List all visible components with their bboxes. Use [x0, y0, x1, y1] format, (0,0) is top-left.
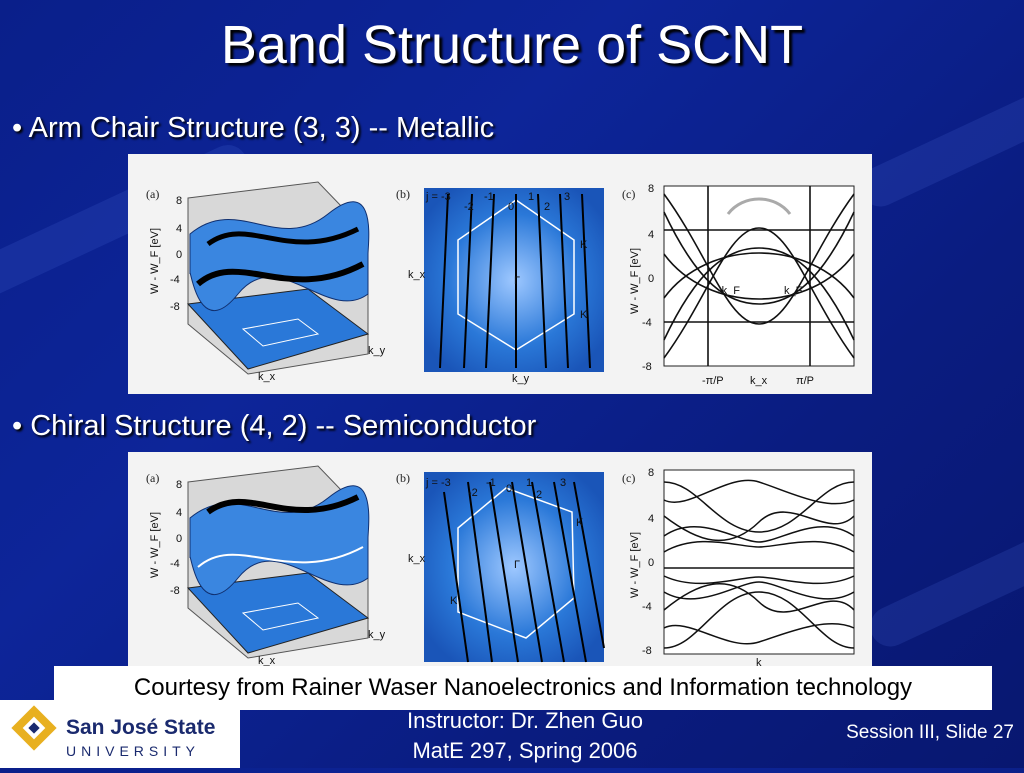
a-ytick-8: 8 [176, 195, 182, 207]
panel-a-3d-plot [186, 181, 370, 375]
logo-line2: UNIVERSITY [66, 743, 200, 759]
b-j-m3: j = -3 [425, 477, 451, 489]
b-j-m2: -2 [468, 487, 478, 499]
figure-chiral-svg: (a) 8 4 0 -4 -8 W - W_F [eV] k_x k_y (b)… [146, 465, 855, 668]
figure-armchair-svg: (a) 8 4 0 -4 -8 W - W_F [eV] k_x k_y (b)… [146, 181, 855, 387]
c-xlabel: k [756, 657, 762, 668]
c-ytick-4: 4 [648, 513, 654, 525]
c-xlabel-right: π/P [796, 375, 814, 387]
slide-title: Band Structure of SCNT [220, 15, 804, 75]
b-gamma: Γ [514, 275, 520, 287]
background-streak [853, 66, 1024, 214]
hexagon [457, 487, 575, 639]
b-j-m2: -2 [464, 201, 474, 213]
panel-c-label: (c) [622, 471, 635, 485]
c-kf: k_F [784, 285, 803, 297]
panel-b-label: (b) [396, 187, 410, 201]
b-j-3: 3 [564, 191, 570, 203]
a-ytick-m4: -4 [170, 274, 180, 286]
a-kylabel: k_y [368, 629, 386, 641]
b-j-0: 0 [508, 201, 514, 213]
b-j-3: 3 [560, 477, 566, 489]
logo-diamond-icon [11, 705, 57, 751]
footer-instructor: Instructor: Dr. Zhen Guo MatE 297, Sprin… [360, 706, 690, 766]
a-ytick-0: 0 [176, 533, 182, 545]
courtesy-caption: Courtesy from Rainer Waser Nanoelectroni… [54, 666, 992, 710]
c-ytick-m8: -8 [642, 645, 652, 657]
instructor-name: Instructor: Dr. Zhen Guo [407, 708, 643, 733]
c-ytick-m4: -4 [642, 601, 652, 613]
b-k-lower: K [580, 309, 588, 321]
c-ytick-m8: -8 [642, 361, 652, 373]
figure-chiral: (a) 8 4 0 -4 -8 W - W_F [eV] k_x k_y (b)… [128, 452, 872, 668]
university-logo: San José State UNIVERSITY [0, 700, 240, 768]
band-curves [663, 186, 855, 366]
a-xlabel: k_x [258, 371, 276, 383]
bullet-chiral: • Chiral Structure (4, 2) -- Semiconduct… [12, 410, 537, 442]
c-ytick-m4: -4 [642, 317, 652, 329]
c-ylabel: W - W_F [eV] [629, 248, 641, 314]
a-ytick-0: 0 [176, 249, 182, 261]
panel-a-label: (a) [146, 471, 159, 485]
a-ytick-4: 4 [176, 223, 182, 235]
c-ytick-8: 8 [648, 183, 654, 195]
a-ytick-m4: -4 [170, 558, 180, 570]
b-j-m1: -1 [484, 191, 494, 203]
a-ylabel: W - W_F [eV] [149, 228, 161, 294]
c-ytick-0: 0 [648, 273, 654, 285]
c-ytick-4: 4 [648, 229, 654, 241]
b-k-upper: K [580, 239, 588, 251]
c-xlabel-mid: k_x [750, 375, 768, 387]
b-k-upper: K [576, 517, 584, 529]
course-name: MatE 297, Spring 2006 [412, 738, 638, 763]
b-j-1: 1 [528, 191, 534, 203]
logo-line1: San José State [66, 716, 215, 739]
a-kylabel: k_y [368, 345, 386, 357]
c-mkf: -k_F [718, 285, 740, 297]
b-j-2: 2 [536, 489, 542, 501]
background-streak [863, 506, 1024, 654]
b-kx: k_x [408, 269, 426, 281]
a-ytick-4: 4 [176, 507, 182, 519]
bullet-armchair: • Arm Chair Structure (3, 3) -- Metallic [12, 112, 495, 144]
b-j-m3: j = -3 [425, 191, 451, 203]
b-j-m1: -1 [486, 477, 496, 489]
figure-armchair: (a) 8 4 0 -4 -8 W - W_F [eV] k_x k_y (b)… [128, 154, 872, 394]
a-ytick-8: 8 [176, 479, 182, 491]
c-ylabel: W - W_F [eV] [629, 532, 641, 598]
slide-number: Session III, Slide 27 [846, 722, 1014, 743]
b-j-2: 2 [544, 201, 550, 213]
c-ytick-8: 8 [648, 467, 654, 479]
b-j-0: 0 [506, 483, 512, 495]
panel-c-label: (c) [622, 187, 635, 201]
a-xlabel: k_x [258, 655, 276, 667]
b-ky: k_y [512, 373, 530, 385]
c-ytick-0: 0 [648, 557, 654, 569]
a-ytick-m8: -8 [170, 585, 180, 597]
b-j-1: 1 [526, 477, 532, 489]
panel-a-3d-plot [186, 465, 370, 659]
b-k-lower: K [450, 595, 458, 607]
c-xlabel-left: -π/P [702, 375, 724, 387]
a-ytick-m8: -8 [170, 301, 180, 313]
b-kx: k_x [408, 553, 426, 565]
a-ylabel: W - W_F [eV] [149, 512, 161, 578]
panel-b-label: (b) [396, 471, 410, 485]
panel-a-label: (a) [146, 187, 159, 201]
band-curves [663, 479, 855, 649]
b-gamma: Γ [514, 559, 520, 571]
